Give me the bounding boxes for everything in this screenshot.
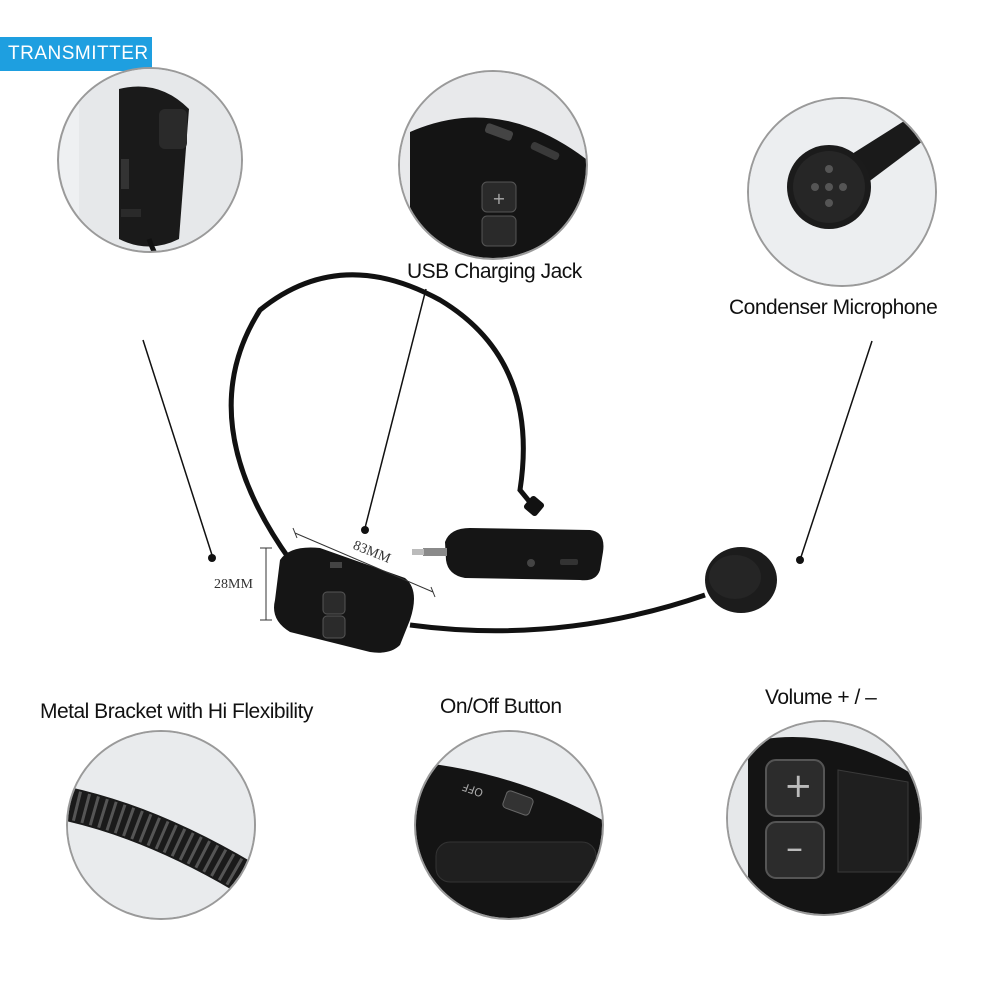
label-condenser-microphone: Condenser Microphone: [729, 296, 938, 319]
detail-circle-transmitter-side: [57, 67, 243, 253]
gooseneck-image: [68, 732, 254, 918]
detail-circle-volume: + –: [726, 720, 922, 916]
label-on-off-button: On/Off Button: [440, 695, 562, 718]
pointer-line-metal: [142, 339, 213, 556]
detail-circle-usb-jack: +: [398, 70, 588, 260]
pointer-line-condenser: [800, 340, 873, 558]
condenser-mic-image: [749, 99, 935, 285]
dimension-height-28mm: 28MM: [214, 577, 253, 592]
volume-plus-glyph: +: [784, 766, 813, 806]
label-volume: Volume + / –: [765, 686, 877, 709]
svg-text:+: +: [492, 189, 505, 208]
detail-circle-on-off: OFF: [414, 730, 604, 920]
label-usb-charging-jack: USB Charging Jack: [407, 260, 582, 283]
detail-circle-metal-bracket: [66, 730, 256, 920]
label-metal-bracket: Metal Bracket with Hi Flexibility: [40, 700, 313, 723]
transmitter-badge: TRANSMITTER: [0, 37, 152, 71]
volume-minus-glyph: –: [786, 828, 803, 868]
transmitter-side-image: [79, 69, 241, 251]
on-off-switch-image: OFF: [416, 732, 602, 918]
pointer-line-usb: [364, 288, 427, 529]
detail-circle-condenser-mic: [747, 97, 937, 287]
usb-jack-image: +: [400, 72, 586, 258]
volume-buttons-image: [728, 722, 920, 914]
